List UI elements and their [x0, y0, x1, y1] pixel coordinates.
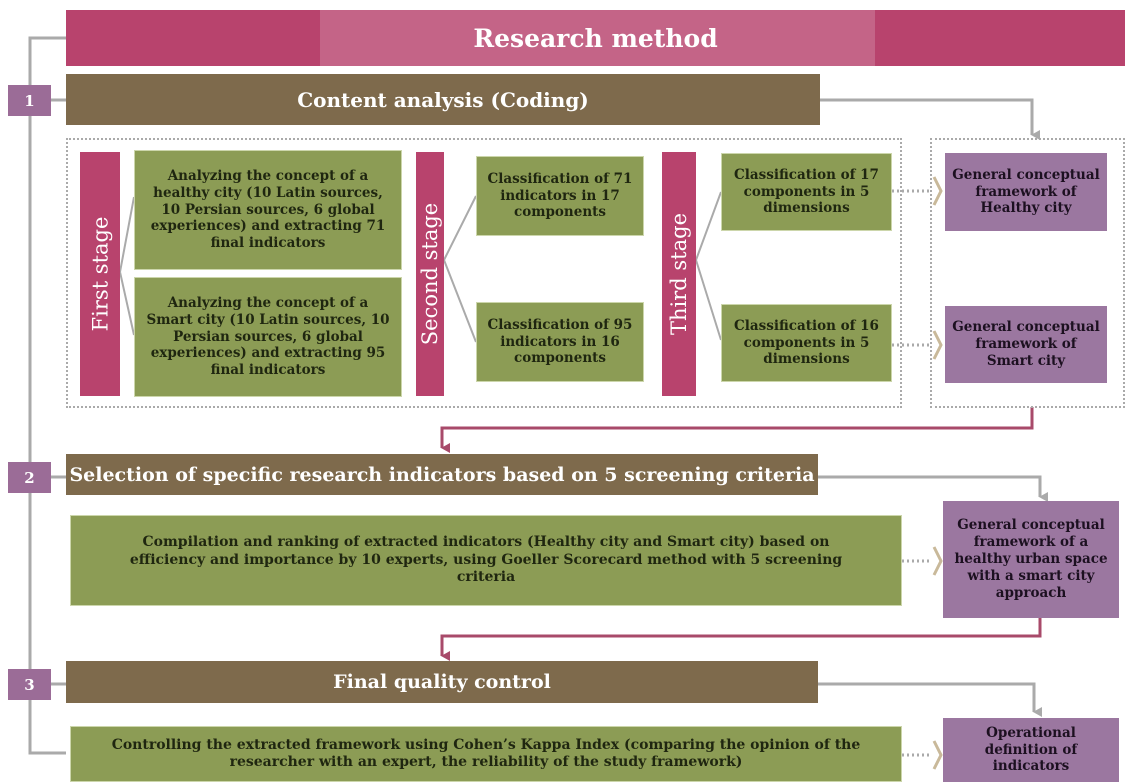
healthy-classification-box: Classification of 71 indicators in 17 co…: [476, 156, 644, 236]
healthy-analysis-box: Analyzing the concept of a healthy city …: [134, 150, 402, 270]
step-number-2: 2: [8, 462, 51, 493]
smart-framework-box: General conceptual framework of Smart ci…: [945, 306, 1107, 383]
outputs-container: [930, 138, 1125, 408]
controlling-box: Controlling the extracted framework usin…: [70, 726, 902, 782]
page-title: Research method: [473, 23, 718, 53]
smart-classification-box: Classification of 95 indicators in 16 co…: [476, 302, 644, 382]
return-arrow-1: [440, 407, 1034, 453]
smart-analysis-box: Analyzing the concept of a Smart city (1…: [134, 277, 402, 397]
step-number-1: 1: [8, 85, 51, 116]
third-stage-bar: Third stage: [662, 152, 696, 396]
step-number-3: 3: [8, 669, 51, 700]
stage2-bracket: [443, 195, 477, 343]
header-highlight: [320, 10, 875, 66]
chevron-icon: [932, 176, 943, 206]
chevron-icon: [932, 330, 943, 360]
chevron-icon: [932, 546, 943, 576]
return-arrow-2: [440, 618, 1042, 661]
step-title-3: Final quality control: [66, 661, 818, 703]
combined-framework-box: General conceptual framework of a health…: [943, 501, 1119, 618]
first-stage-bar: First stage: [80, 152, 120, 396]
compilation-box: Compilation and ranking of extracted ind…: [70, 515, 902, 606]
arrow-step3-output: [818, 682, 1042, 717]
step-title-2: Selection of specific research indicator…: [66, 454, 818, 495]
second-stage-label: Second stage: [418, 202, 442, 346]
spine-line: [28, 36, 66, 755]
arrow-step2-output: [818, 475, 1048, 502]
stage1-bracket: [119, 196, 135, 336]
third-stage-label: Third stage: [667, 212, 692, 336]
smart-dimensions-box: Classification of 16 components in 5 dim…: [721, 304, 892, 382]
stages-container: [66, 138, 902, 408]
healthy-framework-box: General conceptual framework of Healthy …: [945, 153, 1107, 231]
healthy-dimensions-box: Classification of 17 components in 5 dim…: [721, 153, 892, 231]
header-bar: [66, 10, 1125, 66]
chevron-icon: [932, 740, 943, 770]
step-title-1: Content analysis (Coding): [66, 74, 820, 125]
arrow-step1-outputs: [820, 98, 1040, 140]
stage3-bracket: [695, 191, 722, 341]
first-stage-label: First stage: [88, 216, 113, 332]
operational-definition-box: Operational definition of indicators: [943, 718, 1119, 782]
second-stage-bar: Second stage: [416, 152, 444, 396]
